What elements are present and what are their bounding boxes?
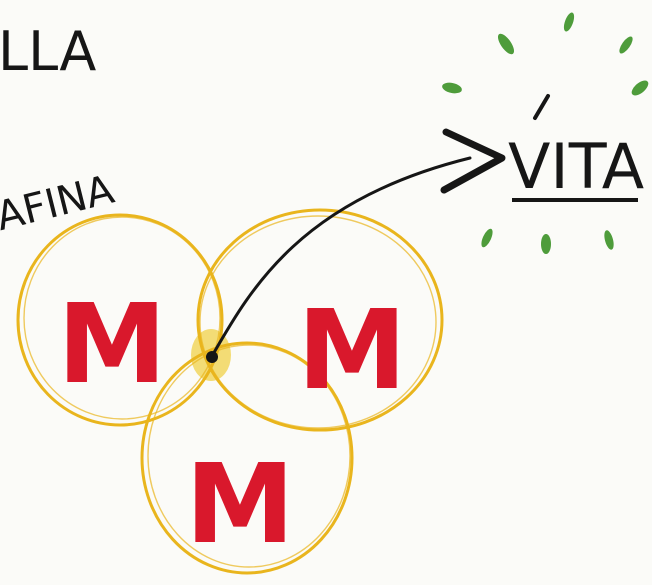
spark-7 [541, 234, 551, 254]
letter-m-left: M [57, 280, 166, 408]
letter-m-bottom: M [185, 440, 294, 568]
word-top-left: LLA [0, 20, 96, 83]
arrow-origin-dot [206, 351, 218, 363]
word-target: VITA [508, 130, 644, 203]
letter-m-right: M [297, 286, 406, 414]
